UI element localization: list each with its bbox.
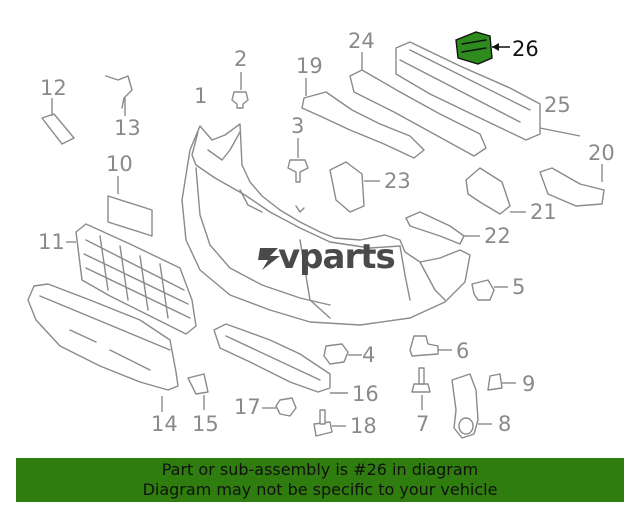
part-2-clip[interactable] <box>231 72 249 109</box>
callout-24: 24 <box>348 29 375 53</box>
callout-13: 13 <box>114 116 141 140</box>
part-19-retainer[interactable] <box>301 78 425 159</box>
callout-17: 17 <box>234 395 261 419</box>
banner-line-2: Diagram may not be specific to your vehi… <box>142 480 498 499</box>
part-6-retainer[interactable] <box>409 335 452 357</box>
callout-14: 14 <box>151 412 178 436</box>
part-21-bracket[interactable] <box>465 167 526 215</box>
part-18-bolt[interactable] <box>313 409 346 437</box>
callout-2: 2 <box>234 47 247 71</box>
callout-7: 7 <box>416 412 429 436</box>
part-4-nut-clip[interactable] <box>323 343 362 365</box>
part-11-grille[interactable] <box>66 223 197 335</box>
part-1-bumper-cover[interactable] <box>181 123 471 326</box>
part-22-retainer[interactable] <box>405 211 480 245</box>
callout-4: 4 <box>362 343 375 367</box>
part-25-reinforcement[interactable] <box>395 41 581 141</box>
callout-25: 25 <box>544 93 571 117</box>
logo-mark-icon <box>258 248 280 270</box>
part-23-bracket[interactable] <box>329 161 380 213</box>
watermark-text: vparts <box>278 237 395 277</box>
part-24-absorber[interactable] <box>349 52 487 157</box>
disclaimer-banner: Part or sub-assembly is #26 in diagram D… <box>16 458 624 502</box>
callout-21: 21 <box>530 200 557 224</box>
callout-20: 20 <box>588 141 615 165</box>
vparts-logo: vparts <box>258 237 396 277</box>
part-14-skid-plate[interactable] <box>27 283 179 412</box>
exploded-parts-diagram: 1 2 3 4 5 6 7 8 9 10 11 12 13 14 15 16 1… <box>27 29 615 439</box>
part-10-license-bracket[interactable] <box>107 176 153 237</box>
part-13-bracket[interactable] <box>105 75 133 116</box>
callout-23: 23 <box>384 169 411 193</box>
part-9-bracket[interactable] <box>487 373 516 391</box>
part-5-cap[interactable] <box>471 279 508 301</box>
part-20-bracket[interactable] <box>539 164 605 207</box>
callout-3: 3 <box>291 114 304 138</box>
part-15-clip[interactable] <box>187 373 209 410</box>
part-17-clip[interactable] <box>262 397 297 417</box>
callout-26: 26 <box>512 37 539 61</box>
callout-9: 9 <box>522 372 535 396</box>
part-7-bolt[interactable] <box>411 367 431 410</box>
part-26-highlighted[interactable] <box>455 31 510 65</box>
callout-10: 10 <box>106 152 133 176</box>
part-3-clip[interactable] <box>287 138 309 183</box>
banner-line-1: Part or sub-assembly is #26 in diagram <box>161 460 479 479</box>
part-8-bezel[interactable] <box>451 373 492 439</box>
callout-15: 15 <box>192 412 219 436</box>
callout-6: 6 <box>456 339 469 363</box>
part-16-absorber[interactable] <box>213 323 348 394</box>
callout-19: 19 <box>296 54 323 78</box>
callout-8: 8 <box>498 412 511 436</box>
callout-22: 22 <box>484 224 511 248</box>
callout-1: 1 <box>194 84 207 108</box>
part-12-plate[interactable] <box>41 98 75 145</box>
callout-5: 5 <box>512 275 525 299</box>
callout-18: 18 <box>350 414 377 438</box>
callout-16: 16 <box>352 382 379 406</box>
callout-12: 12 <box>40 76 67 100</box>
callout-11: 11 <box>38 230 65 254</box>
